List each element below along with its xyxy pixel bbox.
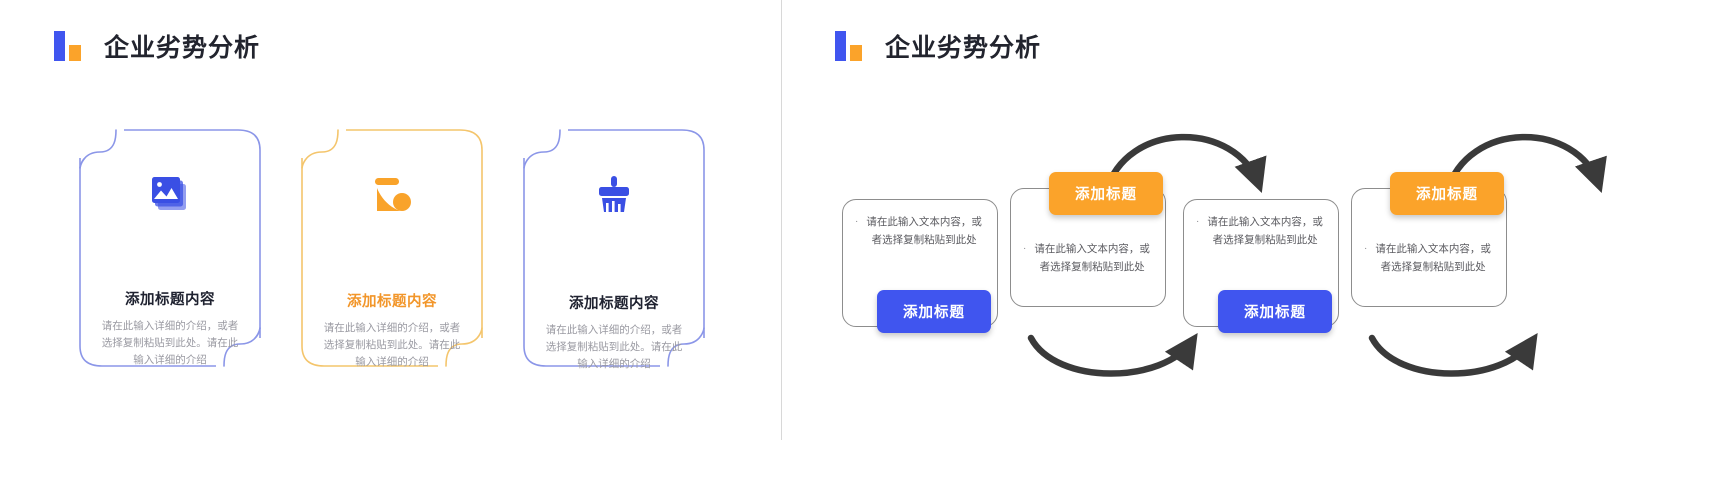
- paint-brush-icon: [593, 174, 635, 218]
- feature-card-3[interactable]: 添加标题内容 请在此输入详细的介绍，或者选择复制粘贴到此处。请在此输入详细的介绍: [522, 128, 706, 370]
- bar-chart-logo-icon: [52, 31, 82, 61]
- right-slide-header: 企业劣势分析: [833, 28, 1041, 64]
- card-frame-notched: [78, 128, 262, 368]
- bullet-icon: ·: [1196, 216, 1200, 227]
- flow-pill-4-label: 添加标题: [1416, 187, 1478, 203]
- flow-textbox-4-text: · 请在此输入文本内容，或者选择复制粘贴到此处: [1364, 240, 1494, 277]
- left-slide-header: 企业劣势分析: [52, 28, 260, 64]
- flow-pill-1-label: 添加标题: [903, 305, 965, 321]
- logo-blue-bar: [54, 31, 65, 61]
- flow-pill-2[interactable]: 添加标题: [1049, 172, 1163, 215]
- logo-orange-bar: [69, 45, 81, 61]
- feature-card-1[interactable]: 添加标题内容 请在此输入详细的介绍，或者选择复制粘贴到此处。请在此输入详细的介绍: [78, 128, 262, 368]
- card-body: 请在此输入详细的介绍，或者选择复制粘贴到此处。请在此输入详细的介绍: [545, 324, 683, 370]
- shape-wedge-circle-icon: [369, 174, 415, 216]
- card-body: 请在此输入详细的介绍，或者选择复制粘贴到此处。请在此输入详细的介绍: [101, 320, 239, 366]
- image-photo-icon: [148, 174, 192, 214]
- slide-divider: [781, 0, 782, 440]
- card-body: 请在此输入详细的介绍，或者选择复制粘贴到此处。请在此输入详细的介绍: [323, 322, 461, 368]
- bullet-icon: ·: [855, 216, 859, 227]
- card-frame-notched: [300, 128, 484, 368]
- logo-orange-bar: [850, 45, 862, 61]
- feature-card-2[interactable]: 添加标题内容 请在此输入详细的介绍，或者选择复制粘贴到此处。请在此输入详细的介绍: [300, 128, 484, 368]
- card-heading: 添加标题内容: [347, 294, 437, 310]
- flow-textbox-1-text: · 请在此输入文本内容，或者选择复制粘贴到此处: [855, 213, 985, 250]
- bullet-icon: ·: [1364, 243, 1368, 254]
- page-title: 企业劣势分析: [885, 34, 1042, 62]
- flow-pill-2-label: 添加标题: [1075, 187, 1137, 203]
- bullet-icon: ·: [1023, 243, 1027, 254]
- right-slide: 企业劣势分析 · 请在此输入文本内容，或者选择复制粘贴到此处: [781, 0, 1720, 490]
- logo-blue-bar: [835, 31, 846, 61]
- flow-pill-3-label: 添加标题: [1244, 305, 1306, 321]
- flow-pill-3[interactable]: 添加标题: [1218, 290, 1332, 333]
- flow-pill-1[interactable]: 添加标题: [877, 290, 991, 333]
- page-title: 企业劣势分析: [104, 34, 261, 62]
- card-heading: 添加标题内容: [569, 296, 659, 312]
- bar-chart-logo-icon: [833, 31, 863, 61]
- flow-pill-4[interactable]: 添加标题: [1390, 172, 1504, 215]
- card-heading: 添加标题内容: [125, 292, 215, 308]
- flow-textbox-3-text: · 请在此输入文本内容，或者选择复制粘贴到此处: [1196, 213, 1326, 250]
- card-frame-notched: [522, 128, 706, 368]
- flow-textbox-2-text: · 请在此输入文本内容，或者选择复制粘贴到此处: [1023, 240, 1153, 277]
